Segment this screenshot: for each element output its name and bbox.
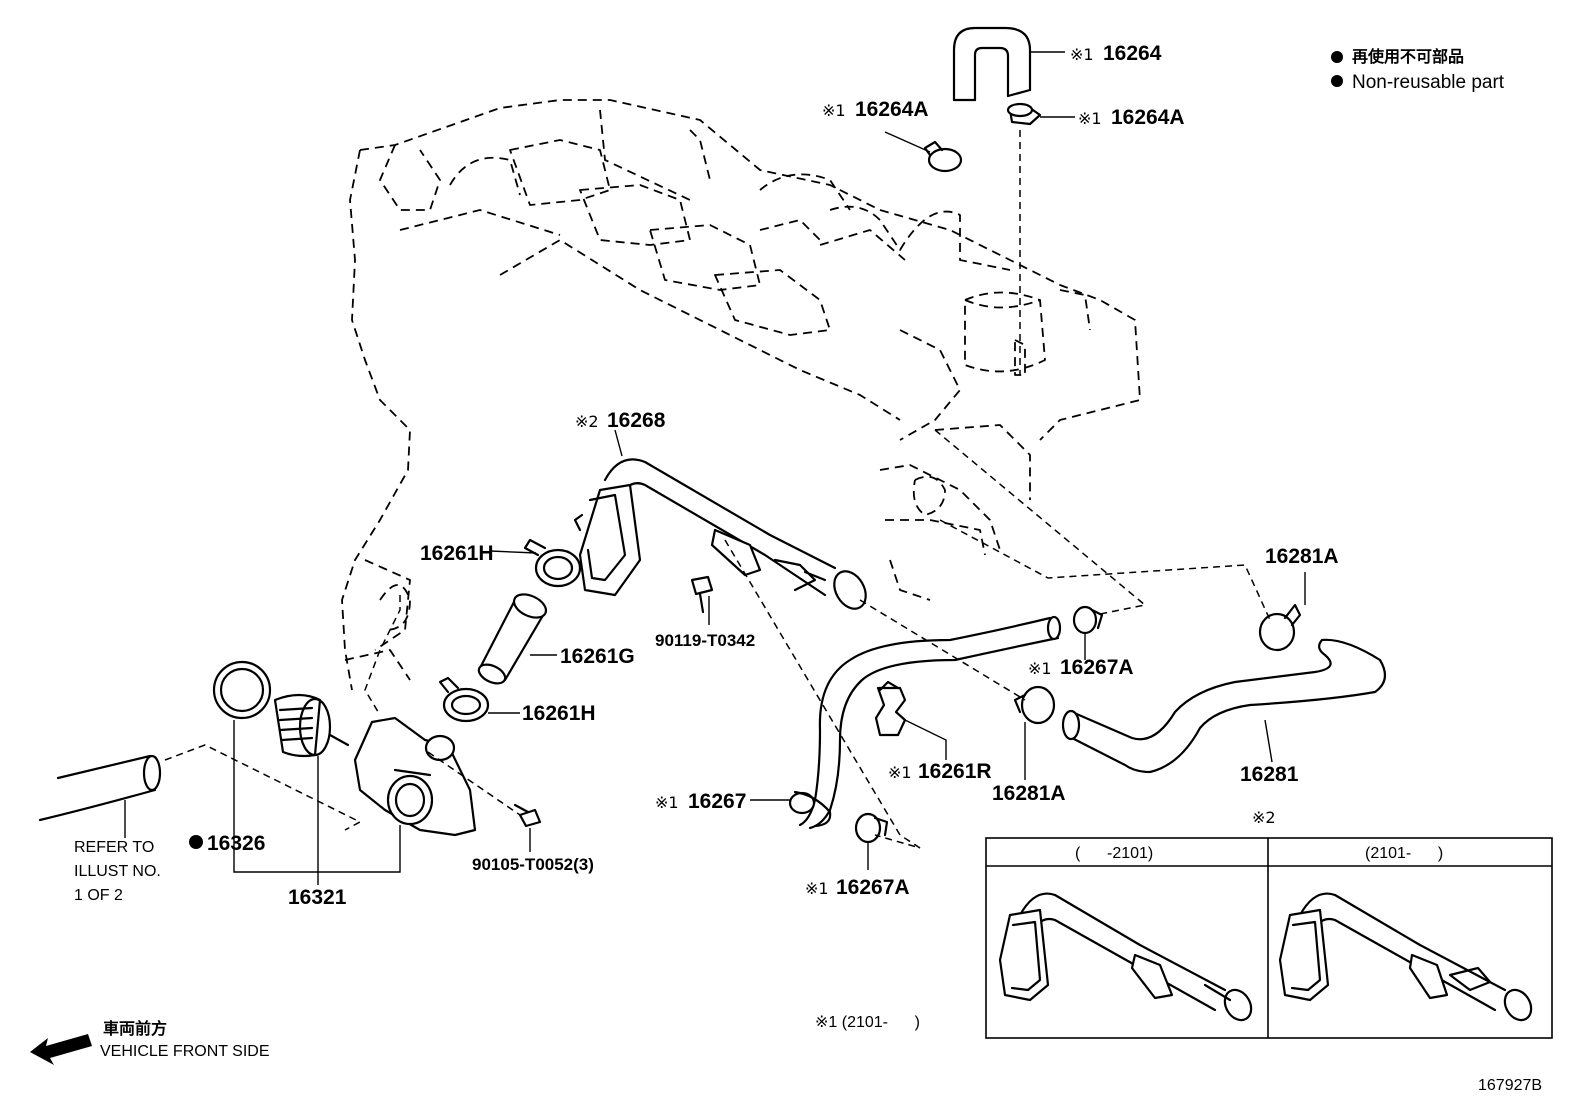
legend-bullet-en xyxy=(1331,75,1343,87)
label-90119-T0342: 90119-T0342 xyxy=(655,631,755,650)
clamp-16264A-left xyxy=(923,140,963,173)
inset-mark2: ※2 xyxy=(1252,808,1276,827)
front-label-jp: 車両前方 xyxy=(103,1019,167,1038)
assembly-lines xyxy=(164,130,1271,849)
mark1-16267: ※1 xyxy=(655,793,679,812)
label-16264A-left: 16264A xyxy=(855,98,929,121)
pipe-16268 xyxy=(573,458,867,610)
thermostat-16321 xyxy=(273,693,350,758)
label-16326: 16326 xyxy=(207,832,265,855)
label-16281: 16281 xyxy=(1240,763,1299,786)
label-16261H-top: 16261H xyxy=(420,542,494,565)
refer-note-line2: ILLUST NO. xyxy=(74,863,161,880)
footnote-mark1: ※1 (2101- ) xyxy=(815,1014,920,1031)
label-90105-T0052: 90105-T0052(3) xyxy=(472,855,594,874)
label-16267A-upper: 16267A xyxy=(1060,656,1134,679)
label-16261H-bottom: 16261H xyxy=(522,702,596,725)
clamp-16264A-right xyxy=(1006,102,1042,126)
inset-pipe-right xyxy=(1278,892,1533,1022)
label-16321: 16321 xyxy=(288,886,347,909)
engine-block-outline xyxy=(341,99,1141,691)
hose-16281 xyxy=(1061,638,1387,774)
legend-bullet-jp xyxy=(1331,51,1343,63)
mark1-16264: ※1 xyxy=(1070,45,1094,64)
clamp-16281A-upper xyxy=(1258,603,1302,652)
refer-note-line1: REFER TO xyxy=(74,839,154,856)
inset-variants-box xyxy=(985,837,1553,1039)
mark1-16267A-lower: ※1 xyxy=(805,879,829,898)
label-16267: 16267 xyxy=(688,790,746,813)
inset-left-header: ( -2101) xyxy=(1075,845,1153,862)
label-16268: 16268 xyxy=(607,409,666,432)
label-16281A-upper: 16281A xyxy=(1265,545,1339,568)
bolt-90105-T0052 xyxy=(513,803,542,828)
clamp-16267A-upper xyxy=(1072,605,1104,635)
figure-id: 167927B xyxy=(1478,1077,1542,1094)
hose-16264 xyxy=(952,26,1032,102)
mark1-16261R: ※1 xyxy=(888,763,912,782)
mark1-16267A-upper: ※1 xyxy=(1028,659,1052,678)
label-16267A-lower: 16267A xyxy=(836,876,910,899)
non-reusable-bullet-16326 xyxy=(189,835,203,849)
hose-16261G xyxy=(477,593,548,685)
hose-16267 xyxy=(788,790,832,828)
bracket-16261R xyxy=(874,680,907,737)
mark1-16264A-right: ※1 xyxy=(1078,109,1102,128)
clamp-16261H-bottom xyxy=(438,676,490,723)
label-16264A-right: 16264A xyxy=(1111,106,1185,129)
label-16261R: 16261R xyxy=(918,760,992,783)
clamp-16267A-lower xyxy=(854,812,889,844)
refer-note-line3: 1 OF 2 xyxy=(74,887,123,904)
leader-lines xyxy=(124,51,1306,885)
gasket-16326 xyxy=(212,660,272,720)
front-label-en: VEHICLE FRONT SIDE xyxy=(100,1043,270,1060)
label-16261G: 16261G xyxy=(560,645,635,668)
radiator-hose-reference xyxy=(38,754,162,822)
mark1-16264A-left: ※1 xyxy=(822,101,846,120)
legend-en: Non-reusable part xyxy=(1352,72,1505,93)
mark2-16268: ※2 xyxy=(575,412,599,431)
vehicle-front-arrow-icon xyxy=(30,1034,92,1065)
clamp-16261H-top xyxy=(523,538,582,588)
water-inlet-housing xyxy=(353,716,477,837)
inset-pipe-left xyxy=(998,892,1253,1022)
clamp-16281A-lower xyxy=(1013,685,1056,725)
legend-jp: 再使用不可部品 xyxy=(1352,47,1464,66)
bolt-90119-T0342 xyxy=(690,575,714,614)
inset-right-header: (2101- ) xyxy=(1365,845,1443,862)
label-16281A-lower: 16281A xyxy=(992,782,1066,805)
label-16264: 16264 xyxy=(1103,42,1162,65)
